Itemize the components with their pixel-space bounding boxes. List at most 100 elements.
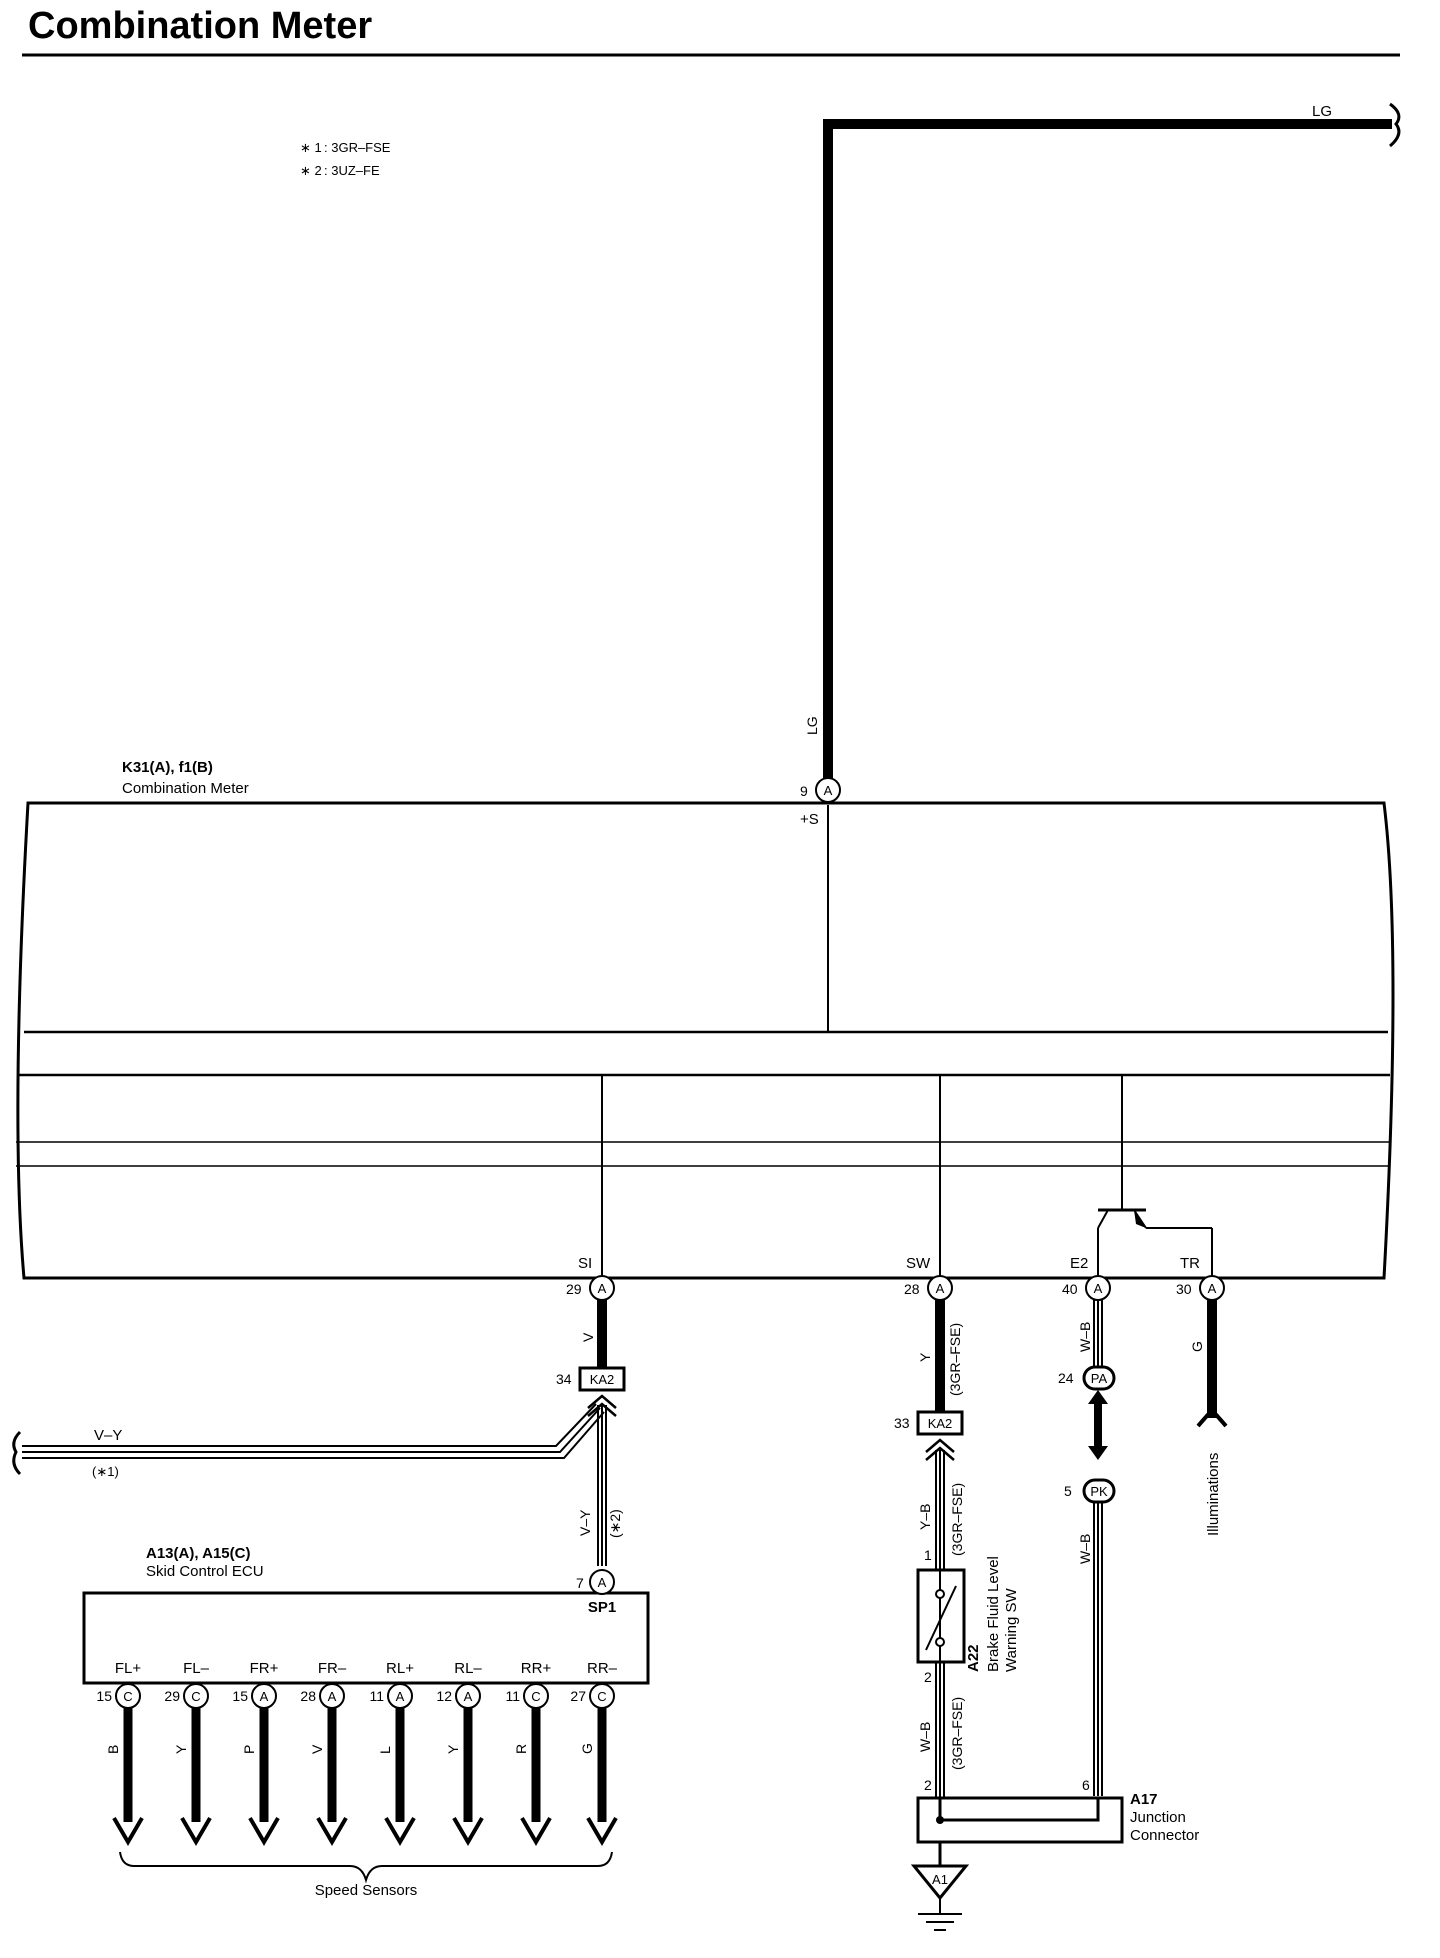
- sensor-arrow: [586, 1816, 618, 1846]
- sensor-arrow: [112, 1816, 144, 1846]
- sensor-arrow: [452, 1816, 484, 1846]
- sw-wire-note: (3GR–FSE): [947, 1323, 963, 1396]
- sensor-wire-color: V: [309, 1744, 325, 1754]
- junction-pin-left: 2: [924, 1777, 932, 1793]
- brake-pin-top: 1: [924, 1547, 932, 1563]
- e2-wire-label: W–B: [1077, 1322, 1093, 1352]
- sensor-wire-color: L: [377, 1746, 393, 1754]
- ka2-si-pin: 34: [556, 1371, 572, 1387]
- meter-ref: K31(A), f1(B): [122, 759, 213, 776]
- ecu-terminal-name: FR+: [250, 1660, 279, 1677]
- ground-point: A1: [910, 1842, 970, 1931]
- tr-wire-label: G: [1189, 1341, 1205, 1352]
- terminal-name-si: SI: [578, 1255, 592, 1272]
- si-lower-wire-note: (∗2): [607, 1509, 623, 1538]
- pa-name: PA: [1091, 1371, 1108, 1386]
- pk-name: PK: [1090, 1484, 1108, 1499]
- ecu-terminal-pin: 11: [505, 1688, 520, 1704]
- ecu-terminal-pin: 29: [164, 1688, 180, 1704]
- ecu-terminal-conn: C: [191, 1689, 200, 1704]
- sensor-arrow: [180, 1816, 212, 1846]
- pin-conn-e2: A: [1094, 1281, 1103, 1296]
- pk-pin: 5: [1064, 1483, 1072, 1499]
- note-1-mark: ∗ 1: [300, 140, 322, 155]
- sensor-arrow: [520, 1816, 552, 1846]
- brake-upper-wire-note: (3GR–FSE): [949, 1483, 965, 1556]
- sensor-wire-color: P: [241, 1745, 257, 1754]
- sw-wire-label: Y: [917, 1352, 933, 1362]
- note-1-text: : 3GR–FSE: [324, 140, 391, 155]
- ecu-name: Skid Control ECU: [146, 1563, 264, 1580]
- pin-number-sw: 28: [904, 1281, 920, 1297]
- skid-control-ecu: A13(A), A15(C) Skid Control ECU 7 A SP1: [82, 1545, 650, 1685]
- junction-pin-right: 6: [1082, 1777, 1090, 1793]
- pin-number-e2: 40: [1062, 1281, 1078, 1297]
- ecu-terminal-conn: C: [123, 1689, 132, 1704]
- sensor-wire-color: Y: [445, 1744, 461, 1754]
- ecu-terminal-conn: C: [597, 1689, 606, 1704]
- brake-pin-bottom: 2: [924, 1669, 932, 1685]
- ecu-terminal-name: RR+: [521, 1660, 552, 1677]
- left-wire-label: V–Y: [94, 1427, 122, 1444]
- speed-sensors-group: Speed Sensors: [119, 1851, 613, 1899]
- illuminations-label: Illuminations: [1205, 1453, 1222, 1536]
- sp1-pin-number: 7: [576, 1575, 584, 1591]
- lg-power-wire: LG LG: [804, 102, 1401, 780]
- brake-switch-ref: A22: [965, 1644, 982, 1672]
- tr-circuit: 30 A G Illuminations: [1176, 1275, 1228, 1536]
- top-wire-label: LG: [1312, 103, 1332, 120]
- si-lower-wire-label: V–Y: [577, 1509, 593, 1536]
- pk-wire-label: W–B: [1077, 1534, 1093, 1564]
- ecu-terminal-conn: A: [396, 1689, 405, 1704]
- sensor-arrow: [248, 1816, 280, 1846]
- ecu-terminal-name: RL–: [454, 1660, 482, 1677]
- note-2-mark: ∗ 2: [300, 163, 322, 178]
- e2-circuit: 40 A W–B PA 24 PK 5 W–B: [1058, 1275, 1116, 1796]
- junction-connector: 2 6 A17 Junction Connector: [916, 1777, 1199, 1844]
- ecu-terminal-name: FL–: [183, 1660, 210, 1677]
- brake-lower-wire-note: (3GR–FSE): [949, 1697, 965, 1770]
- ecu-terminal-pin: 12: [436, 1688, 452, 1704]
- ecu-terminal-pin: 27: [570, 1688, 586, 1704]
- notes-legend: ∗ 1 : 3GR–FSE ∗ 2 : 3UZ–FE: [300, 140, 391, 178]
- ka2-sw-name: KA2: [928, 1416, 953, 1431]
- ecu-terminal-pin: 28: [300, 1688, 316, 1704]
- si-wire-label: V: [580, 1332, 596, 1342]
- pin-number-si: 29: [566, 1281, 582, 1297]
- brake-switch-name-2: Warning SW: [1003, 1588, 1020, 1672]
- page-title: Combination Meter: [28, 5, 372, 47]
- pin-conn-plus-s: A: [824, 783, 833, 798]
- meter-name: Combination Meter: [122, 780, 249, 797]
- junction-name-1: Junction: [1130, 1809, 1186, 1826]
- junction-name-2: Connector: [1130, 1827, 1199, 1844]
- terminal-name-plus-s: +S: [800, 811, 819, 828]
- sp1-pin-conn: A: [598, 1575, 607, 1590]
- pa-pin: 24: [1058, 1370, 1074, 1386]
- pin-conn-sw: A: [936, 1281, 945, 1296]
- combination-meter: K31(A), f1(B) Combination Meter +S SI SW…: [16, 759, 1395, 1280]
- ecu-terminal-pin: 11: [369, 1688, 384, 1704]
- ecu-terminal-name: RR–: [587, 1660, 618, 1677]
- sensor-arrow: [316, 1816, 348, 1846]
- brake-fluid-switch: 1 2 A22 Brake Fluid Level Warning SW W–B…: [916, 1547, 1020, 1798]
- sensor-arrow: [384, 1816, 416, 1846]
- ground-name: A1: [932, 1872, 948, 1887]
- sw-circuit: 28 A Y (3GR–FSE) KA2 33 Y–B (3GR–FSE): [894, 1275, 965, 1570]
- ecu-terminal-pin: 15: [232, 1688, 248, 1704]
- ecu-terminal-conn: A: [328, 1689, 337, 1704]
- ecu-terminal-name: RL+: [386, 1660, 414, 1677]
- brake-upper-wire-label: Y–B: [917, 1504, 933, 1530]
- ecu-terminal-conn: A: [260, 1689, 269, 1704]
- sensor-wire-color: R: [513, 1744, 529, 1754]
- terminal-name-tr: TR: [1180, 1255, 1200, 1272]
- sensor-wire-color: Y: [173, 1744, 189, 1754]
- pin-conn-tr: A: [1208, 1281, 1217, 1296]
- ecu-terminal-conn: A: [464, 1689, 473, 1704]
- plus-s-wire-label: LG: [804, 716, 820, 735]
- speed-sensors-label: Speed Sensors: [315, 1882, 418, 1899]
- pin-conn-si: A: [598, 1281, 607, 1296]
- ecu-terminal-name: FL+: [115, 1660, 142, 1677]
- pin-plus-s: 9 A: [800, 777, 841, 803]
- terminal-name-e2: E2: [1070, 1255, 1088, 1272]
- sp1-name: SP1: [588, 1599, 616, 1616]
